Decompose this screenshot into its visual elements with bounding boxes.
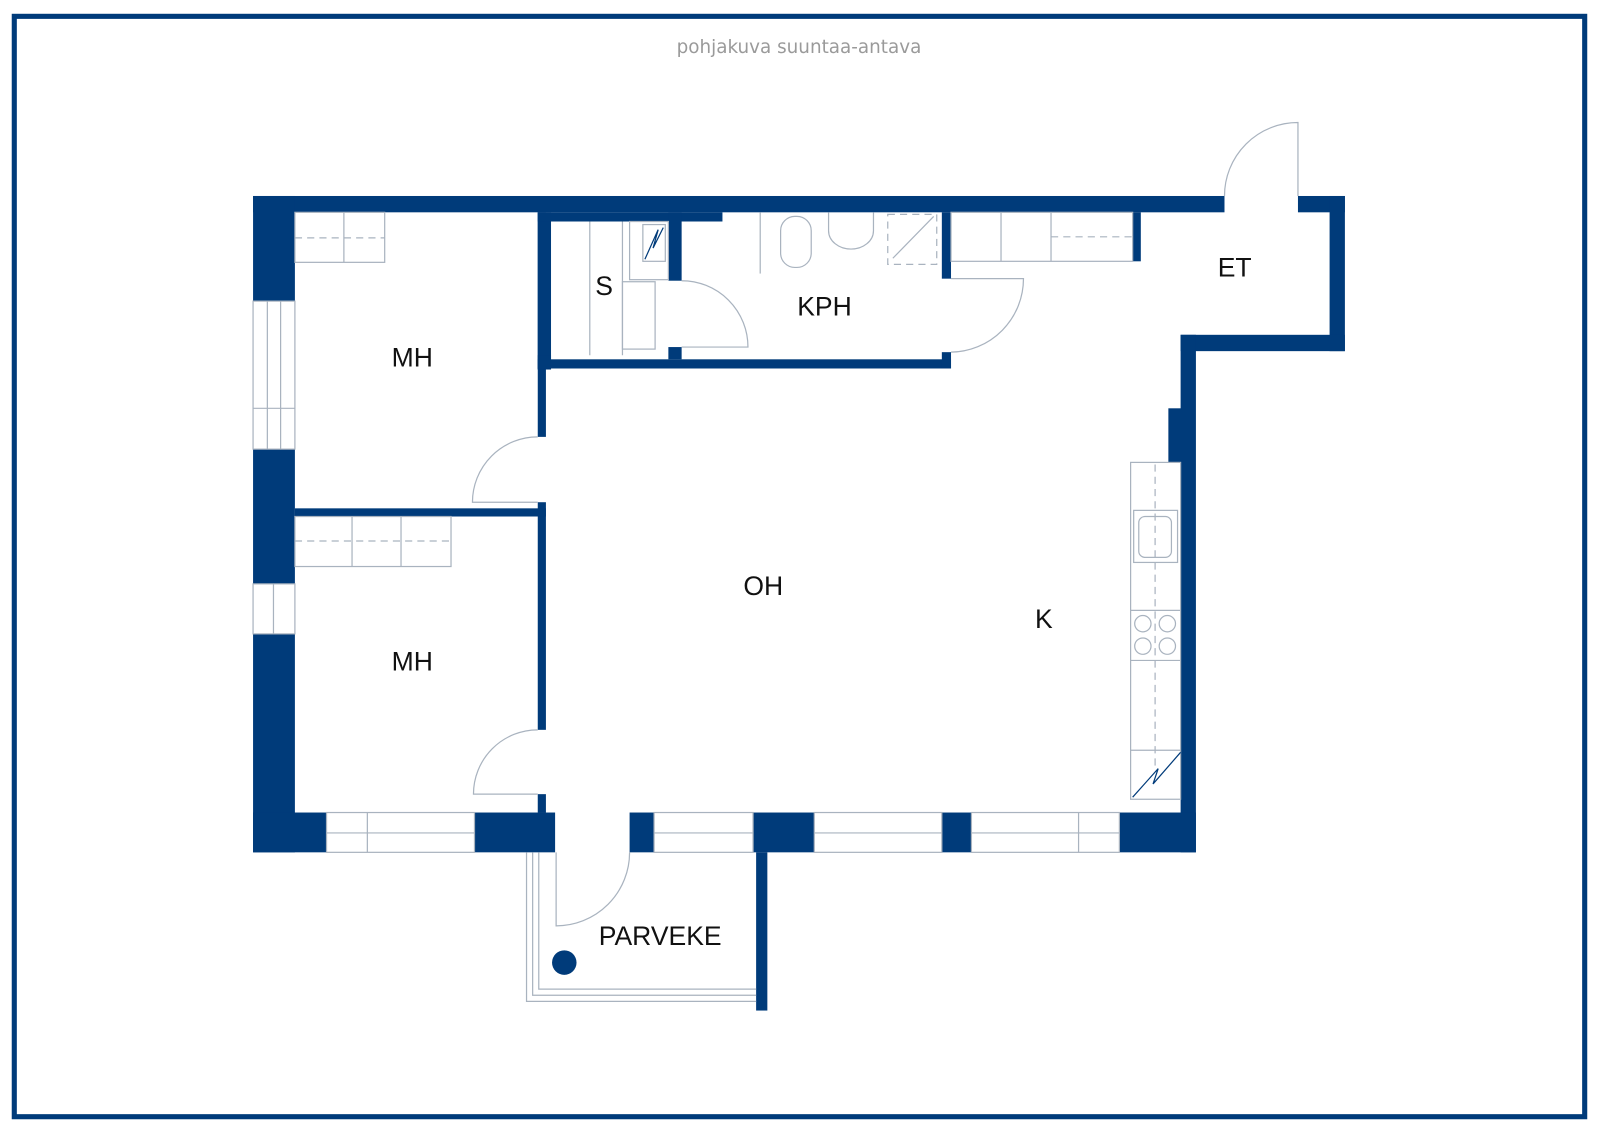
room-label-et: ET — [1218, 253, 1252, 283]
balcony-post — [552, 950, 577, 975]
room-label-oh: OH — [743, 571, 783, 601]
room-label-mh-2: MH — [392, 647, 433, 677]
room-label-kph: KPH — [797, 291, 852, 321]
windows — [252, 300, 1121, 853]
fixtures — [294, 211, 1182, 1002]
room-labels: MH MH S KPH ET OH K PARVEKE — [392, 253, 1252, 952]
walls — [253, 195, 1345, 1011]
room-label-s: S — [595, 271, 613, 301]
room-label-parveke: PARVEKE — [599, 921, 722, 951]
room-label-mh-1: MH — [392, 342, 433, 372]
room-label-k: K — [1035, 604, 1053, 634]
doors — [471, 121, 1299, 927]
page-border — [11, 13, 1588, 1120]
plan-title: pohjakuva suuntaa-antava — [677, 37, 922, 58]
